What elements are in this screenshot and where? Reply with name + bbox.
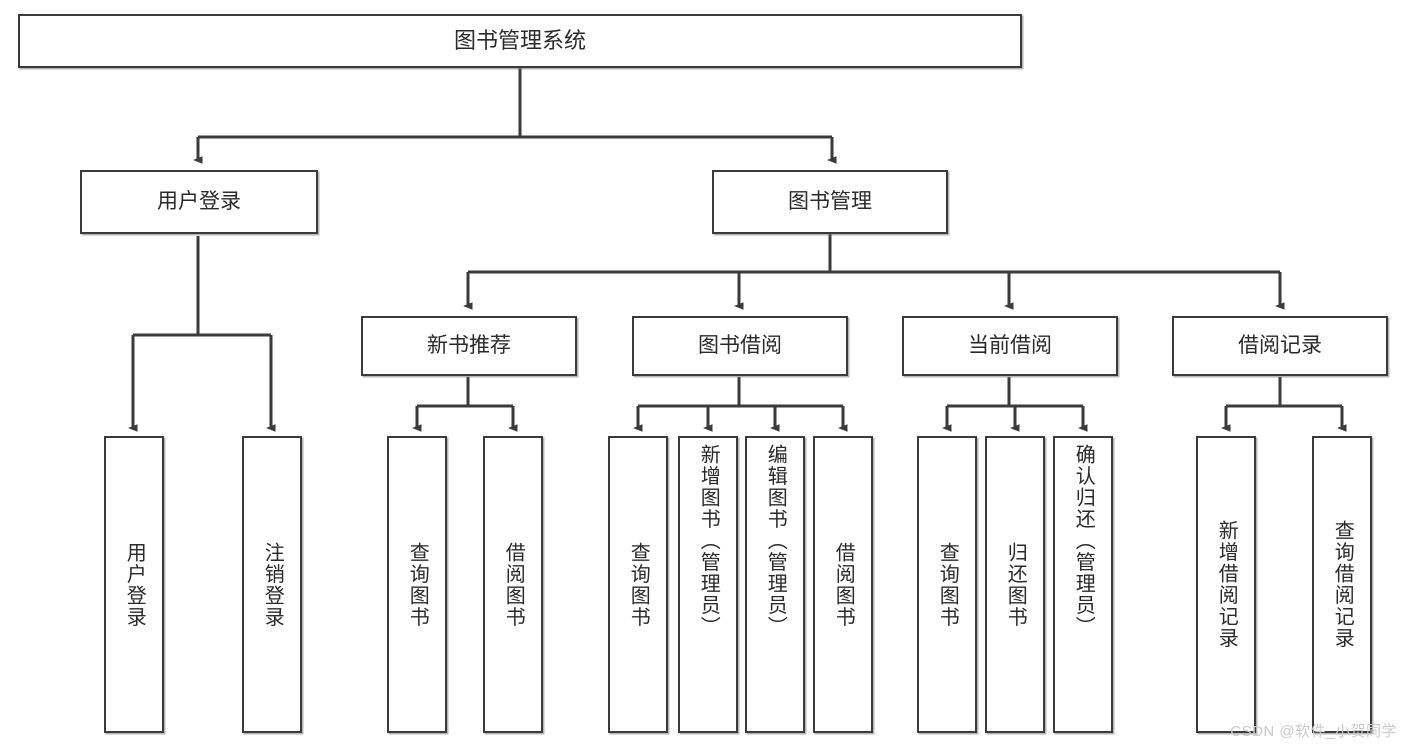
node-leaf-confirm-return[interactable]: 确认归还（管理员）: [1053, 436, 1113, 733]
node-borrow-record-label: 借阅记录: [1238, 334, 1322, 358]
node-new-book-rec[interactable]: 新书推荐: [361, 316, 577, 376]
node-leaf-logout[interactable]: 注销登录: [242, 436, 302, 733]
node-current-borrow-label: 当前借阅: [968, 334, 1052, 358]
node-new-book-rec-label: 新书推荐: [427, 334, 511, 358]
node-leaf-add-record-label: 新增借阅记录: [1215, 520, 1238, 649]
node-book-manage[interactable]: 图书管理: [712, 170, 948, 234]
node-user-login-label: 用户登录: [157, 190, 241, 214]
node-root-label: 图书管理系统: [453, 27, 586, 53]
node-leaf-query-book-1-label: 查询图书: [406, 541, 429, 628]
node-leaf-edit-book-label: 编辑图书（管理员）: [764, 444, 787, 638]
node-leaf-return-book[interactable]: 归还图书: [985, 436, 1045, 733]
node-book-borrow-label: 图书借阅: [698, 334, 782, 358]
node-leaf-query-book-3[interactable]: 查询图书: [917, 436, 977, 733]
node-leaf-logout-label: 注销登录: [261, 541, 284, 628]
node-leaf-query-record[interactable]: 查询借阅记录: [1312, 436, 1372, 733]
node-leaf-borrow-book-2[interactable]: 借阅图书: [813, 436, 873, 733]
node-leaf-add-book[interactable]: 新增图书（管理员）: [678, 436, 738, 733]
node-leaf-add-book-label: 新增图书（管理员）: [697, 444, 720, 638]
node-leaf-query-book-1[interactable]: 查询图书: [387, 436, 447, 733]
node-leaf-query-book-2[interactable]: 查询图书: [608, 436, 668, 733]
node-book-borrow[interactable]: 图书借阅: [632, 316, 848, 376]
node-leaf-query-record-label: 查询借阅记录: [1331, 520, 1354, 649]
node-leaf-borrow-book-1-label: 借阅图书: [502, 541, 525, 628]
node-leaf-query-book-3-label: 查询图书: [936, 541, 959, 628]
node-borrow-record[interactable]: 借阅记录: [1172, 316, 1388, 376]
node-root[interactable]: 图书管理系统: [18, 14, 1022, 68]
node-user-login[interactable]: 用户登录: [80, 170, 318, 234]
node-leaf-edit-book[interactable]: 编辑图书（管理员）: [745, 436, 805, 733]
node-leaf-confirm-return-label: 确认归还（管理员）: [1072, 444, 1095, 638]
node-current-borrow[interactable]: 当前借阅: [902, 316, 1118, 376]
node-leaf-user-login-label: 用户登录: [123, 541, 146, 628]
node-book-manage-label: 图书管理: [788, 190, 872, 214]
node-leaf-borrow-book-2-label: 借阅图书: [832, 541, 855, 628]
node-leaf-borrow-book-1[interactable]: 借阅图书: [483, 436, 543, 733]
node-leaf-query-book-2-label: 查询图书: [627, 541, 650, 628]
node-leaf-add-record[interactable]: 新增借阅记录: [1196, 436, 1256, 733]
node-leaf-return-book-label: 归还图书: [1004, 541, 1027, 628]
node-leaf-user-login[interactable]: 用户登录: [104, 436, 164, 733]
